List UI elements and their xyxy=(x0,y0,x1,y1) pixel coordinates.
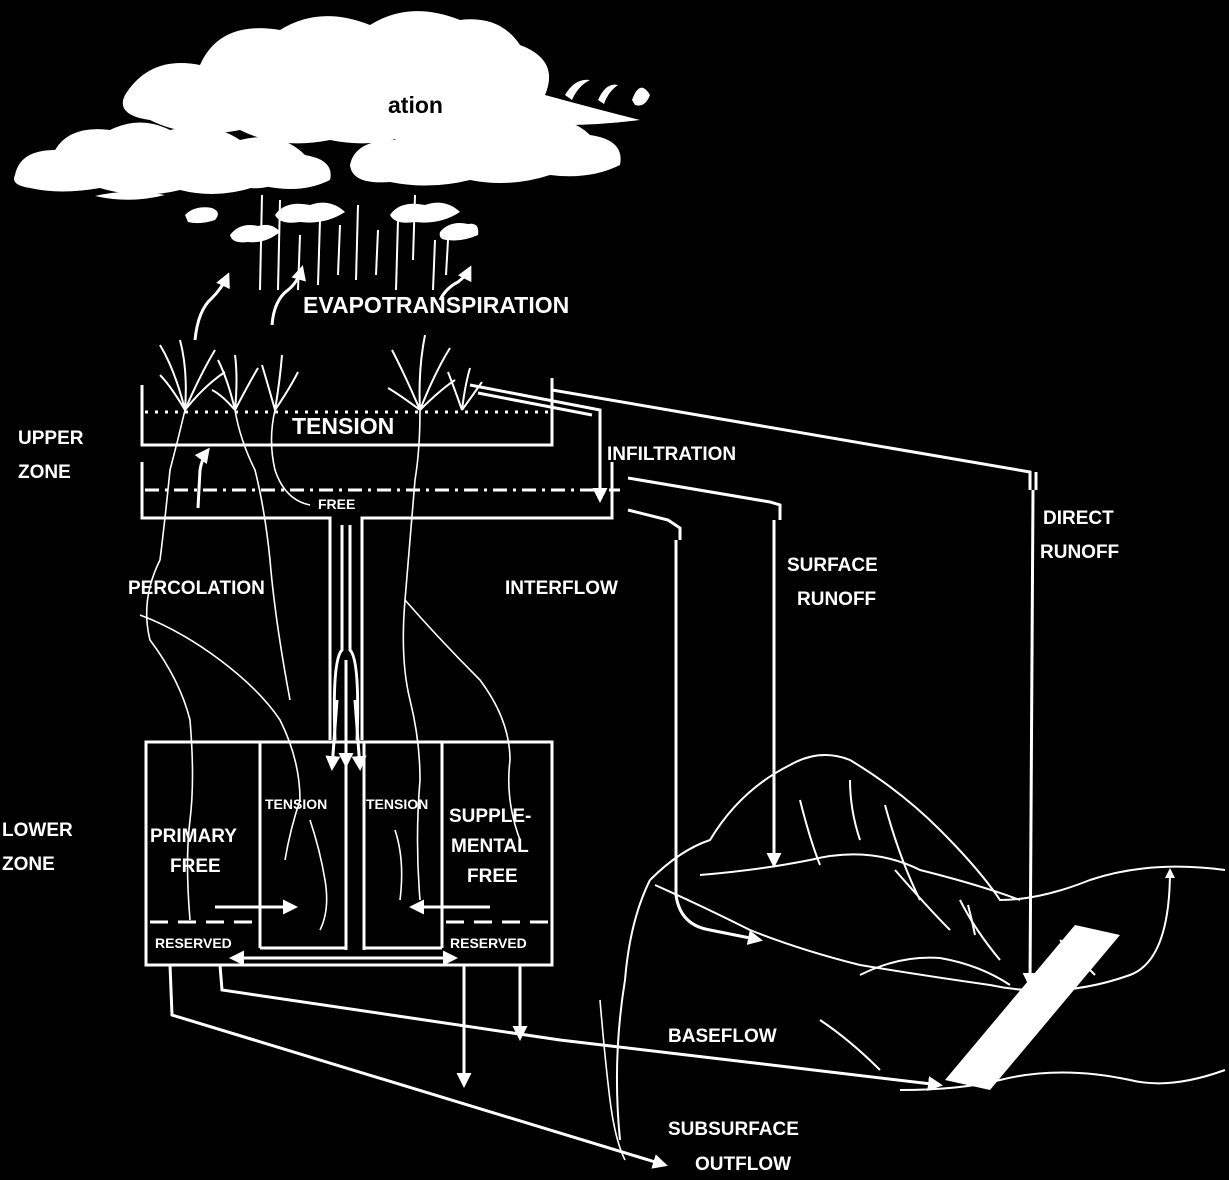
supplemental-free-label-3: FREE xyxy=(467,866,518,887)
cloud-group xyxy=(14,11,650,243)
upper-tension-label: TENSION xyxy=(292,413,394,439)
infiltration-line-2 xyxy=(477,391,593,417)
surface-runoff-pipe xyxy=(627,476,782,520)
percolation-label: PERCOLATION xyxy=(128,578,265,599)
upper-tension-tank xyxy=(140,385,554,447)
bird-2 xyxy=(598,84,618,104)
subsurface-outflow-label-2: OUTFLOW xyxy=(695,1154,791,1175)
surface-runoff-label-1: SURFACE xyxy=(787,555,878,576)
primary-subsurface-path xyxy=(168,964,668,1169)
plant-group xyxy=(159,334,483,411)
evaporation-arrow-1 xyxy=(193,272,230,341)
precipitation-label-fragment: ation xyxy=(388,92,443,118)
cloud-small-1 xyxy=(225,169,285,190)
percolation-split-left xyxy=(325,699,341,771)
evaporation-arrow-3 xyxy=(438,265,472,301)
supplemental-free-label-1: SUPPLE- xyxy=(449,806,531,827)
cloud-small-4 xyxy=(230,224,280,243)
cloud-small-2 xyxy=(275,202,345,223)
primary-baseflow-path xyxy=(218,964,943,1092)
reserved-left-label: RESERVED xyxy=(155,935,232,951)
direct-runoff-arrow xyxy=(1022,489,1038,988)
supplemental-free-label-2: MENTAL xyxy=(451,836,529,857)
river-channel xyxy=(945,925,1120,1090)
cloud-small-3 xyxy=(390,202,460,223)
cloud-top xyxy=(122,11,641,144)
terrain xyxy=(615,754,1226,1141)
upper-recharge-arrow xyxy=(194,447,210,509)
upper-zone-label-2: ZONE xyxy=(18,462,71,483)
infiltration-line-1 xyxy=(469,383,608,503)
upper-free-tank-left xyxy=(140,462,332,740)
direct-runoff-label-2: RUNOFF xyxy=(1040,542,1119,563)
interflow-label: INTERFLOW xyxy=(505,578,618,599)
cloud-right xyxy=(350,111,621,186)
lower-zone-tank xyxy=(144,740,554,967)
root-system xyxy=(139,409,626,1161)
bird-1 xyxy=(565,79,590,100)
evapotranspiration-label: EVAPOTRANSPIRATION xyxy=(303,292,569,318)
bird-3 xyxy=(632,87,650,106)
lower-zone-label-2: ZONE xyxy=(2,854,55,875)
direct-runoff-label-1: DIRECT xyxy=(1043,508,1114,529)
cloud-small-6 xyxy=(185,207,218,224)
lower-tension-left-label: TENSION xyxy=(265,796,327,812)
reserved-right-label: RESERVED xyxy=(450,935,527,951)
cloud-wisp xyxy=(95,191,165,200)
primary-free-label-1: PRIMARY xyxy=(150,826,237,847)
primary-free-label-2: FREE xyxy=(170,856,221,877)
interflow-pipe xyxy=(627,508,682,540)
infiltration-label: INFILTRATION xyxy=(607,444,736,465)
lower-tension-right-label: TENSION xyxy=(366,796,428,812)
direct-runoff-pipe xyxy=(550,378,1038,490)
subsurface-outflow-label-1: SUBSURFACE xyxy=(668,1119,799,1140)
upper-zone-label-1: UPPER xyxy=(18,428,84,449)
upper-free-tank-right xyxy=(360,462,614,740)
cloud-small-5 xyxy=(439,223,479,241)
upper-free-label: FREE xyxy=(318,496,355,512)
evaporation-arrow-2 xyxy=(270,265,306,326)
percolation-split-right xyxy=(351,699,367,771)
baseflow-label: BASEFLOW xyxy=(668,1026,777,1047)
interflow-arrow xyxy=(674,540,763,946)
lower-zone-label-1: LOWER xyxy=(2,820,73,841)
surface-runoff-label-2: RUNOFF xyxy=(797,589,876,610)
